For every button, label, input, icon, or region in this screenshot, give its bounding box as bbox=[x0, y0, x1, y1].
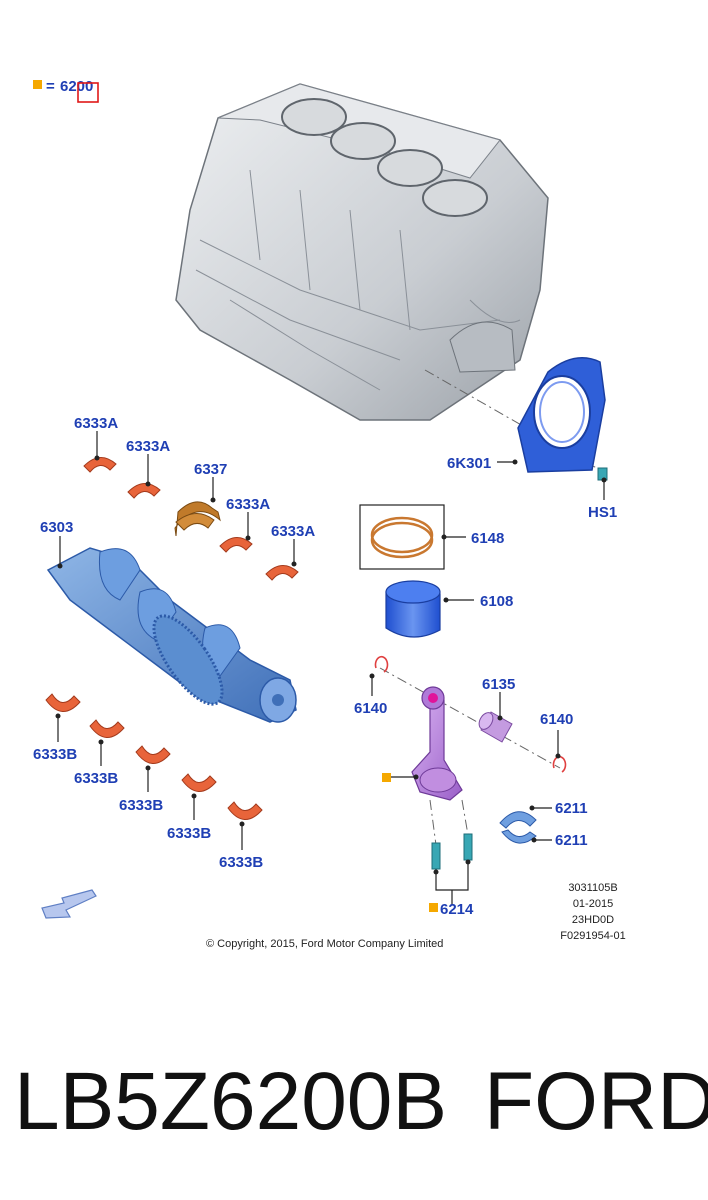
main-bearing-b-4[interactable] bbox=[181, 773, 217, 792]
front-direction-arrow-icon bbox=[41, 889, 97, 919]
callout-6333a-3: 6333A bbox=[226, 496, 270, 513]
main-bearing-a-2[interactable] bbox=[127, 483, 161, 499]
exploded-engine-diagram: = 6200 6K301 bbox=[33, 78, 626, 950]
callout-6211-lower: 6211 bbox=[555, 832, 588, 849]
doc-code-1: 3031105B bbox=[568, 882, 617, 894]
legend-marker bbox=[33, 80, 42, 89]
conrod-bolt-left[interactable] bbox=[431, 842, 441, 870]
callout-6140-right: 6140 bbox=[540, 711, 573, 728]
piston-rings[interactable] bbox=[359, 504, 445, 570]
main-bearing-b-5[interactable] bbox=[227, 801, 263, 820]
thrust-bearing[interactable] bbox=[174, 501, 221, 537]
callout-6333a-4: 6333A bbox=[271, 523, 315, 540]
rear-seal-retainer[interactable] bbox=[517, 357, 606, 473]
callout-6214: 6214 bbox=[440, 901, 474, 918]
doc-code-2: 01-2015 bbox=[573, 898, 613, 910]
conrod-bearing-lower[interactable] bbox=[501, 829, 537, 844]
crankshaft[interactable] bbox=[46, 547, 297, 723]
copyright-notice: © Copyright, 2015, Ford Motor Company Li… bbox=[206, 938, 443, 950]
doc-code-3: 23HD0D bbox=[572, 914, 614, 926]
piston-pin-clip-left[interactable] bbox=[374, 655, 389, 673]
callout-6211-upper: 6211 bbox=[555, 800, 588, 817]
callout-6303: 6303 bbox=[40, 519, 73, 536]
conrod-assembly-marker bbox=[382, 773, 391, 782]
callout-6333b-3: 6333B bbox=[119, 797, 163, 814]
callout-6333a-2: 6333A bbox=[126, 438, 170, 455]
callout-6337: 6337 bbox=[194, 461, 227, 478]
callout-hs1: HS1 bbox=[588, 504, 617, 521]
bolts-assembly-marker bbox=[429, 903, 438, 912]
brand-name: FORD bbox=[484, 1056, 708, 1147]
callout-6333a-1: 6333A bbox=[74, 415, 118, 432]
piston[interactable] bbox=[385, 580, 441, 638]
callout-6140-left: 6140 bbox=[354, 700, 387, 717]
connecting-rod[interactable] bbox=[411, 686, 463, 801]
main-bearing-b-2[interactable] bbox=[89, 719, 125, 738]
cylinder-bores bbox=[281, 98, 488, 217]
callout-6333b-1: 6333B bbox=[33, 746, 77, 763]
conrod-bolt-right[interactable] bbox=[463, 833, 473, 861]
legend: = 6200 bbox=[33, 78, 99, 103]
conrod-bearing-upper[interactable] bbox=[499, 811, 537, 829]
main-bearing-a-1[interactable] bbox=[83, 457, 117, 473]
callout-6k301: 6K301 bbox=[447, 455, 491, 472]
document-codes: 3031105B 01-2015 23HD0D F0291954-01 bbox=[560, 882, 625, 942]
part-number: LB5Z6200B bbox=[14, 1056, 448, 1147]
doc-code-4: F0291954-01 bbox=[560, 930, 625, 942]
legend-highlight-box[interactable] bbox=[77, 82, 99, 103]
callout-6148: 6148 bbox=[471, 530, 504, 547]
wrist-pin[interactable] bbox=[476, 710, 513, 743]
main-bearing-a-4[interactable] bbox=[265, 565, 299, 581]
callout-6333b-2: 6333B bbox=[74, 770, 118, 787]
main-bearing-b-3[interactable] bbox=[135, 745, 171, 764]
legend-equals: = bbox=[46, 78, 55, 95]
main-bearing-b-1[interactable] bbox=[45, 693, 81, 712]
callout-6333b-4: 6333B bbox=[167, 825, 211, 842]
product-caption: LB5Z6200B FORD bbox=[0, 1052, 708, 1162]
main-bearing-a-3[interactable] bbox=[219, 537, 253, 553]
engine-block[interactable] bbox=[175, 83, 549, 421]
piston-pin-clip-right[interactable] bbox=[552, 755, 567, 773]
legend-code: 6200 bbox=[60, 78, 93, 95]
callout-6135: 6135 bbox=[482, 676, 515, 693]
callout-6108: 6108 bbox=[480, 593, 513, 610]
callout-6333b-5: 6333B bbox=[219, 854, 263, 871]
